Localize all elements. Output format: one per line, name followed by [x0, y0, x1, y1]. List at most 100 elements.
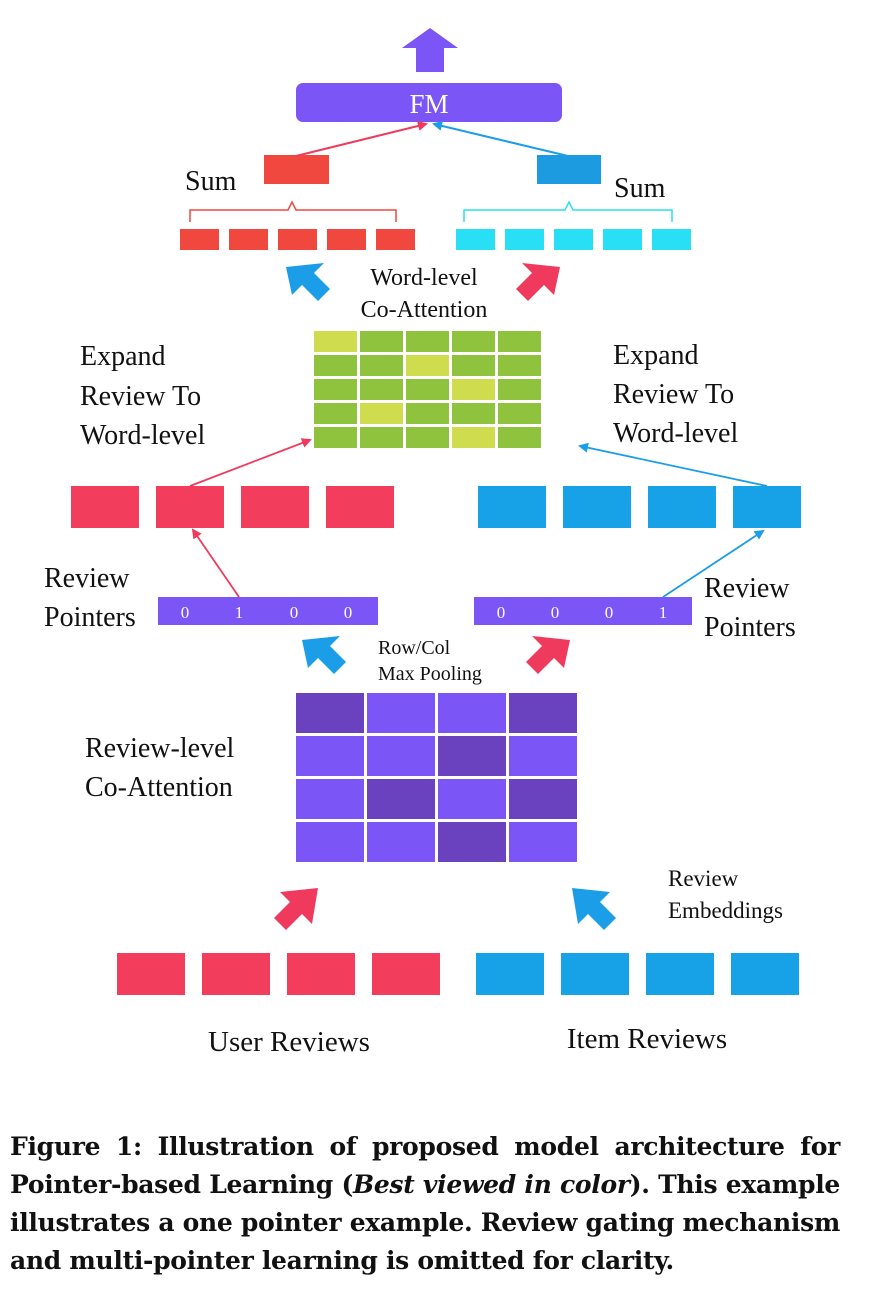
word-vector-cell	[505, 229, 544, 250]
attention-cell	[296, 822, 364, 862]
attention-cell-highlight	[509, 779, 577, 819]
attention-cell-highlight	[452, 379, 495, 400]
user-reviews-label: User Reviews	[208, 1026, 370, 1058]
attention-cell	[452, 355, 495, 376]
pointer-value: 1	[659, 603, 668, 622]
word-vector-cell	[652, 229, 691, 250]
attention-cell-highlight	[438, 822, 506, 862]
attention-cell	[498, 403, 541, 424]
pointers-right-line1: Review	[704, 573, 790, 604]
review-block	[241, 486, 309, 528]
review-block	[561, 953, 629, 995]
attention-cell	[406, 379, 449, 400]
attention-cell	[406, 427, 449, 448]
architecture-diagram: FM Sum Sum Word-level Co-Attention Expan…	[44, 28, 801, 1058]
figure-caption: Figure 1: Illustration of proposed model…	[10, 1128, 840, 1280]
red-fat-arrow-embedding-left	[274, 888, 318, 930]
review-block	[71, 486, 139, 528]
pointer-right-select-arrow	[662, 529, 765, 598]
attention-cell	[498, 355, 541, 376]
pooling-label-line2: Max Pooling	[378, 663, 482, 685]
pointer-left-select-arrow	[191, 528, 240, 598]
sum-box-right	[537, 155, 601, 184]
word-vector-cell	[229, 229, 268, 250]
review-level-label-line1: Review-level	[85, 733, 234, 764]
sum-right-label: Sum	[614, 173, 666, 204]
review-level-label-line2: Co-Attention	[85, 772, 233, 803]
attention-cell	[498, 379, 541, 400]
fm-box	[296, 83, 562, 122]
attention-cell-highlight	[360, 403, 403, 424]
attention-cell	[406, 403, 449, 424]
summed-word-vectors-left	[180, 229, 415, 250]
user-review-embeddings	[117, 953, 440, 995]
item-review-row-middle	[478, 486, 801, 528]
attention-cell-highlight	[314, 331, 357, 352]
sum-right-brace	[463, 200, 673, 222]
pointers-right-line2: Pointers	[704, 612, 796, 643]
red-fat-arrow-word-right	[516, 263, 560, 301]
sum-box-left	[264, 155, 329, 184]
review-pointer-bar-right: 0 0 0 1	[474, 597, 692, 625]
word-vector-cell	[456, 229, 495, 250]
review-block	[372, 953, 440, 995]
attention-cell-highlight	[452, 427, 495, 448]
pooling-label-line1: Row/Col	[378, 637, 451, 659]
attention-cell-highlight	[296, 693, 364, 733]
pointers-left-line2: Pointers	[44, 602, 136, 633]
attention-cell	[498, 427, 541, 448]
attention-cell	[360, 427, 403, 448]
review-level-co-attention-grid	[296, 693, 577, 862]
attention-cell	[314, 355, 357, 376]
review-block	[326, 486, 394, 528]
review-block	[478, 486, 546, 528]
pointer-value: 0	[344, 603, 353, 622]
attention-cell	[296, 779, 364, 819]
attention-cell	[314, 379, 357, 400]
fm-label: FM	[409, 89, 448, 119]
attention-cell	[360, 355, 403, 376]
attention-cell	[360, 379, 403, 400]
pointer-value: 0	[605, 603, 614, 622]
blue-fat-arrow-pooling-left	[302, 636, 346, 674]
pointers-left-line1: Review	[44, 563, 130, 594]
attention-cell	[406, 331, 449, 352]
pointer-value: 0	[551, 603, 560, 622]
expand-left-line1: Expand	[80, 341, 166, 372]
attention-cell	[498, 331, 541, 352]
attention-cell-highlight	[509, 693, 577, 733]
item-reviews-label: Item Reviews	[567, 1023, 727, 1055]
word-vector-cell	[603, 229, 642, 250]
review-pointer-bar-left: 0 1 0 0	[158, 597, 378, 625]
pointer-value: 0	[181, 603, 190, 622]
attention-cell	[509, 736, 577, 776]
attention-cell	[452, 403, 495, 424]
review-block	[646, 953, 714, 995]
word-level-label-line2: Co-Attention	[361, 297, 488, 323]
review-block	[202, 953, 270, 995]
review-block	[733, 486, 801, 528]
sum-left-label: Sum	[185, 166, 237, 197]
attention-cell	[367, 822, 435, 862]
output-up-arrow	[402, 28, 458, 72]
pointer-bar-background	[158, 597, 378, 625]
review-block	[117, 953, 185, 995]
attention-cell	[438, 779, 506, 819]
summed-word-vectors-right	[456, 229, 691, 250]
expand-right-line1: Expand	[613, 340, 699, 371]
attention-cell	[360, 331, 403, 352]
review-block	[476, 953, 544, 995]
attention-cell	[438, 693, 506, 733]
attention-cell	[314, 427, 357, 448]
blue-fat-arrow-word-left	[286, 263, 330, 301]
attention-cell	[367, 736, 435, 776]
review-block	[156, 486, 224, 528]
word-vector-cell	[554, 229, 593, 250]
attention-cell-highlight	[406, 355, 449, 376]
pointer-value: 0	[497, 603, 506, 622]
review-block	[648, 486, 716, 528]
expand-left-line3: Word-level	[80, 420, 205, 451]
caption-emphasis: Best viewed in color	[352, 1170, 630, 1199]
embeddings-label-line1: Review	[668, 866, 739, 891]
sum-left-to-fm-arrow	[295, 121, 428, 157]
